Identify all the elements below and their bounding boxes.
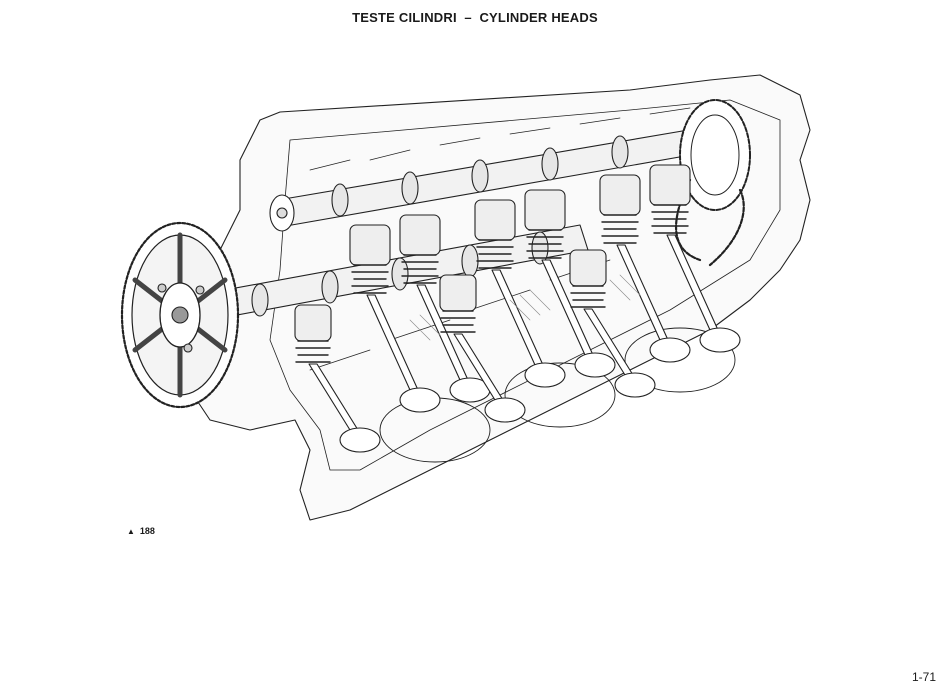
page-title: TESTE CILINDRI – CYLINDER HEADS — [352, 10, 598, 25]
combustion-chamber-3 — [624, 327, 736, 393]
head-casting-inner — [269, 99, 781, 471]
valve-assembly-4 — [524, 189, 616, 378]
camshaft-pulley — [120, 221, 240, 409]
valve-assembly-3 — [474, 199, 566, 388]
valve-assembly-1 — [349, 224, 441, 413]
figure-reference: ▲ 188 — [127, 526, 155, 536]
shading-lines — [409, 274, 641, 341]
valve-assembly-6 — [649, 164, 741, 353]
figure-number: 188 — [139, 526, 155, 536]
cylinder-head-drawing — [120, 74, 811, 521]
valve-assembly-9 — [569, 249, 656, 398]
valve-assembly-7 — [294, 304, 381, 453]
cylinder-head-illustration — [110, 50, 950, 530]
triangle-up-icon: ▲ — [127, 527, 135, 536]
page-number: 1-71 — [911, 670, 936, 684]
valve-assembly-8 — [439, 274, 526, 423]
valve-assembly-5 — [599, 174, 691, 363]
upper-camshaft — [269, 123, 709, 232]
combustion-chamber-2 — [504, 362, 616, 428]
